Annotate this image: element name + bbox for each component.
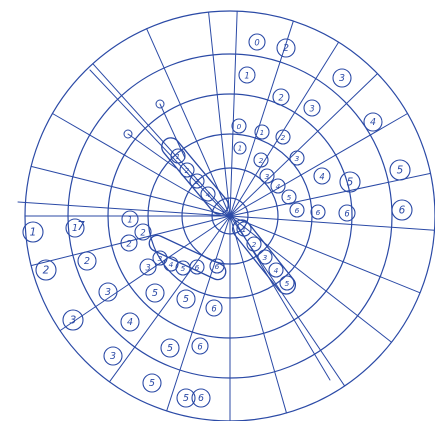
digit-label-41: 2 xyxy=(140,228,145,238)
digit-label-31: 3 xyxy=(110,351,116,362)
digit-label-24: 1 xyxy=(30,227,37,239)
digit-label-25: 2 xyxy=(43,265,50,277)
digit-label-36: 5 xyxy=(183,294,189,305)
digit-label-21: 4 xyxy=(276,182,281,191)
digit-label-44: 3 xyxy=(158,254,163,263)
digit-label-8: 5 xyxy=(397,165,404,177)
digit-label-7: 4 xyxy=(370,117,376,128)
digit-label-39: 2 xyxy=(126,239,131,249)
digit-label-34: 5 xyxy=(167,343,173,354)
digit-label-19: 2 xyxy=(259,156,264,165)
digit-label-20: 3 xyxy=(265,172,270,181)
digit-label-35: 6 xyxy=(211,304,216,314)
digit-label-45: 4 xyxy=(169,260,174,269)
digit-label-37: 5 xyxy=(152,288,158,299)
digit-label-48: 6 xyxy=(215,262,220,271)
digit-label-2: 2 xyxy=(283,43,289,54)
spoke-4 xyxy=(230,74,377,216)
digit-label-16: 2 xyxy=(281,133,286,142)
digit-label-23: 6 xyxy=(295,206,300,215)
digit-label-50: 2 xyxy=(185,166,190,175)
spoke-18 xyxy=(31,166,230,216)
digit-label-57: 5 xyxy=(285,279,290,288)
digit-label-11: 6 xyxy=(344,209,349,219)
digit-label-46: 5 xyxy=(181,264,186,273)
boundary-line-lower-right xyxy=(232,216,330,380)
digit-label-18: 1 xyxy=(238,145,242,153)
digit-label-15: 1 xyxy=(260,128,265,137)
spoke-21 xyxy=(147,29,230,216)
digit-label-51: 3 xyxy=(195,177,200,186)
digit-label-13: 6 xyxy=(316,208,321,217)
digit-label-14: 0 xyxy=(237,122,242,131)
digit-label-5: 3 xyxy=(309,104,314,114)
digit-label-22: 5 xyxy=(287,193,292,202)
digit-label-4: 2 xyxy=(278,93,283,103)
digit-label-6: 3 xyxy=(339,73,345,84)
digit-label-56: 4 xyxy=(274,266,279,275)
digit-label-10: 5 xyxy=(347,177,354,189)
digit-label-26: 3 xyxy=(70,315,77,327)
digit-label-17: 3 xyxy=(295,154,300,163)
digit-label-42: 6 xyxy=(198,393,204,404)
antenna-line-2 xyxy=(128,134,176,168)
digit-label-3: 1 xyxy=(244,71,249,81)
digit-label-9: 6 xyxy=(399,205,406,217)
spoke-9 xyxy=(230,216,392,342)
digit-label-28: 2 xyxy=(84,256,90,267)
digit-label-55: 3 xyxy=(263,253,268,262)
boundary-line-left xyxy=(18,202,228,216)
digit-label-49: 1 xyxy=(176,152,181,161)
digit-label-30: 4 xyxy=(127,317,133,328)
digit-label-40: 1 xyxy=(127,215,132,225)
digit-label-32: 5 xyxy=(149,378,155,389)
digit-label-47: 6 xyxy=(195,263,200,272)
digit-label-33: 5 xyxy=(183,393,189,404)
digit-label-53: 1 xyxy=(242,225,247,234)
digit-label-43: 6 xyxy=(197,342,202,352)
digit-label-1: 0 xyxy=(254,38,259,48)
digit-label-38: 3 xyxy=(145,263,150,273)
digit-label-52: 4 xyxy=(206,190,211,199)
spoke-11 xyxy=(230,216,287,413)
digit-label-free: 7 xyxy=(77,219,85,233)
spoke-1 xyxy=(230,11,237,216)
digit-label-29: 3 xyxy=(105,287,111,298)
digit-label-12: 4 xyxy=(319,172,324,182)
spoke-22 xyxy=(209,12,230,216)
digit-label-54: 2 xyxy=(252,240,257,249)
